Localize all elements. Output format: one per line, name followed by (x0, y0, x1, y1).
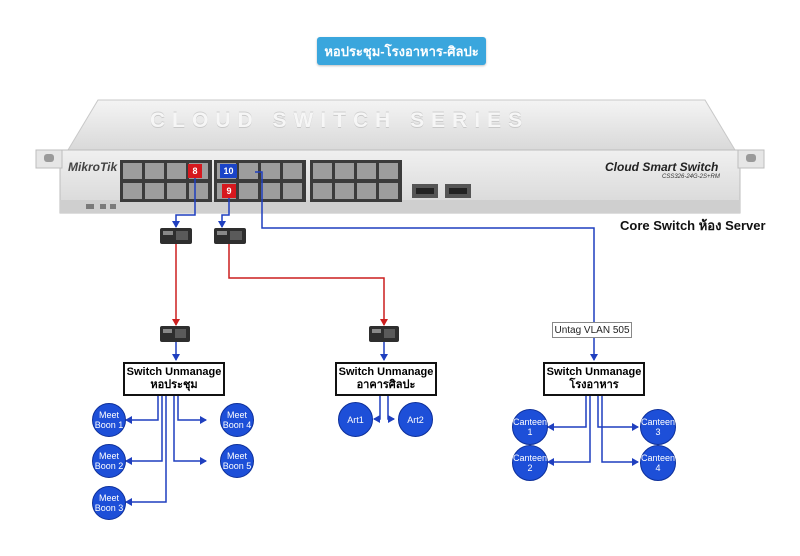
media-converter-art (369, 326, 399, 342)
fiber-link-art (228, 244, 388, 326)
link-port8-converter (172, 178, 196, 228)
port-10-tag: 10 (220, 164, 237, 178)
port-8-tag: 8 (188, 164, 202, 178)
core-switch-label: Core Switch ห้อง Server (620, 218, 766, 233)
vlan-label: Untag VLAN 505 (552, 322, 632, 338)
link-port10-canteen (255, 171, 598, 361)
node-label: Art1 (347, 414, 364, 425)
node-label: Meet (98, 451, 119, 461)
switch-model-title: Cloud Smart Switch (605, 160, 719, 174)
media-converter-right (214, 228, 246, 244)
node-label: Canteen (512, 417, 548, 427)
switch-canteen-line1: Switch Unmanage (546, 366, 642, 378)
node-label: Canteen (512, 453, 548, 463)
node-label: Meet (226, 410, 247, 420)
node-meet-boon-1: Meet Boon 1 (92, 403, 126, 437)
node-meet-boon-3: Meet Boon 3 (92, 486, 126, 520)
switch-hall-line2: หอประชุม (150, 379, 198, 391)
sfp-ports (412, 184, 471, 198)
links-hall-clients (125, 392, 207, 506)
switch-canteen-line2: โรงอาหาร (569, 379, 619, 391)
media-converter-left (160, 228, 192, 244)
port-9-tag: 9 (222, 184, 236, 198)
diagram-title: หอประชุม-โรงอาหาร-ศิลปะ (317, 37, 486, 65)
node-label: 2 (527, 463, 533, 473)
switch-art-line2: อาคารศิลปะ (356, 379, 416, 391)
switch-series-text: CLOUD SWITCH SERIES (150, 109, 530, 132)
node-canteen-4: Canteen 4 (640, 445, 676, 481)
node-canteen-3: Canteen 3 (640, 409, 676, 445)
node-label: Meet (98, 410, 119, 420)
node-label: Boon 4 (222, 420, 252, 430)
node-label: Boon 5 (222, 461, 252, 471)
node-meet-boon-5: Meet Boon 5 (220, 444, 254, 478)
node-art2: Art2 (398, 402, 433, 437)
node-label: 4 (655, 463, 661, 473)
node-label: 3 (655, 427, 661, 437)
node-label: Boon 3 (94, 503, 124, 513)
switch-hall: Switch Unmanage หอประชุม (123, 362, 225, 396)
port-block-3 (310, 160, 402, 202)
node-label: Boon 2 (94, 461, 124, 471)
brand-logo: MikroTik (68, 160, 118, 174)
node-label: Meet (98, 493, 119, 503)
node-art1: Art1 (338, 402, 373, 437)
switch-art-line1: Switch Unmanage (338, 366, 434, 378)
node-meet-boon-4: Meet Boon 4 (220, 403, 254, 437)
node-canteen-2: Canteen 2 (512, 445, 548, 481)
node-meet-boon-2: Meet Boon 2 (92, 444, 126, 478)
switch-canteen: Switch Unmanage โรงอาหาร (543, 362, 645, 396)
node-label: Meet (226, 451, 247, 461)
node-label: Art2 (407, 414, 424, 425)
node-label: 1 (527, 427, 533, 437)
node-label: Canteen (640, 417, 676, 427)
front-leds (86, 204, 116, 209)
link-port9-converter (218, 198, 230, 228)
switch-hall-line1: Switch Unmanage (126, 366, 222, 378)
media-converter-hall (160, 326, 190, 342)
links-art-clients (373, 392, 395, 423)
node-label: Canteen (640, 453, 676, 463)
links-canteen-clients (547, 392, 639, 466)
switch-model-code: CSS326-24G-2S+RM (662, 174, 720, 180)
switch-art: Switch Unmanage อาคารศิลปะ (335, 362, 437, 396)
node-label: Boon 1 (94, 420, 124, 430)
node-canteen-1: Canteen 1 (512, 409, 548, 445)
